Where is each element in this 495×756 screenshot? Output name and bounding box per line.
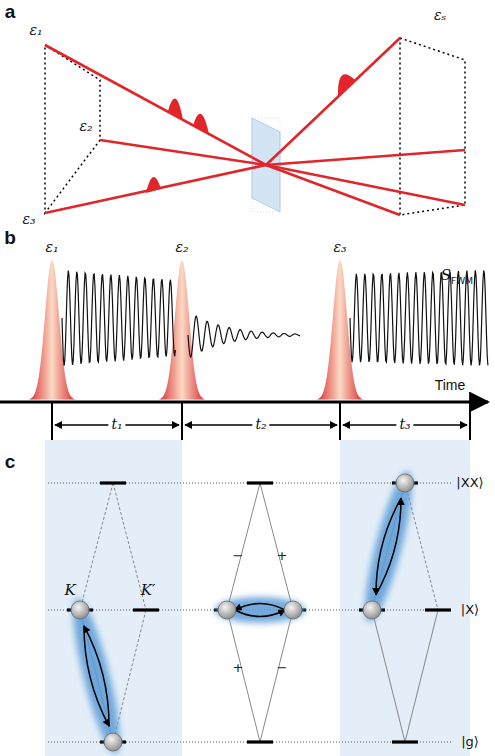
panel-letter: c	[5, 452, 16, 473]
beam-geometry	[45, 38, 465, 215]
energy-level	[425, 608, 451, 611]
field-label: ε₁	[29, 23, 42, 38]
transition-line	[227, 610, 260, 742]
energy-level	[247, 740, 273, 743]
valley-label: K′	[141, 582, 156, 599]
polarization-sign: −	[277, 661, 288, 675]
field-label: ε₂	[79, 119, 92, 134]
panel-letter: a	[5, 2, 16, 23]
transition-arrow	[235, 610, 285, 617]
transition-arrow	[376, 498, 401, 595]
transition-line	[405, 610, 438, 742]
exciton-state	[71, 601, 89, 619]
coherence-glow	[215, 597, 305, 623]
signal-symbol: S	[441, 267, 451, 284]
state-label: |X⟩	[461, 603, 479, 617]
transition-line	[372, 610, 405, 742]
energy-level	[133, 608, 159, 611]
transition-arrow	[84, 626, 109, 726]
delay-label: t₂	[252, 417, 269, 432]
pulse-label: ε₁	[45, 240, 58, 255]
transition-arrow	[376, 498, 401, 595]
exciton-state	[218, 601, 236, 619]
polarization-sign: +	[277, 549, 288, 563]
field-label: ε₃	[22, 212, 35, 227]
population-signal	[188, 316, 300, 357]
coherence-glow	[65, 595, 129, 756]
axis-label: Time	[435, 378, 466, 393]
coherence-glow	[356, 468, 420, 625]
energy-level	[247, 481, 273, 484]
pulse-label: ε₃	[333, 240, 346, 255]
pulse-sequence	[0, 260, 488, 440]
state-label: |XX⟩	[456, 476, 483, 490]
exciton-state	[104, 733, 122, 751]
polarization-sign: +	[233, 661, 244, 675]
transition-line	[260, 483, 293, 610]
polarization-sign: −	[233, 549, 244, 563]
transition-line	[227, 483, 260, 610]
valley-label: K	[64, 582, 75, 599]
energy-level	[392, 740, 418, 743]
signal-subscript: FWM	[451, 277, 473, 287]
fwm-signal	[350, 270, 488, 365]
pulse-label: ε₂	[175, 240, 188, 255]
signal-field-label: εₛ	[434, 8, 446, 23]
energy-level-diagram	[45, 440, 470, 756]
exciton-state	[363, 601, 381, 619]
coherence-signal	[62, 271, 175, 366]
exciton-state	[396, 474, 414, 492]
transition-line	[260, 610, 293, 742]
transition-arrow	[84, 626, 109, 726]
delay-label: t₁	[108, 417, 125, 432]
transition-line	[80, 483, 113, 610]
exciton-state	[284, 601, 302, 619]
energy-level	[100, 481, 126, 484]
transition-arrow	[235, 604, 285, 611]
panel-letter: b	[4, 228, 16, 249]
delay-label: t₃	[396, 417, 413, 432]
state-label: |g⟩	[461, 735, 479, 749]
